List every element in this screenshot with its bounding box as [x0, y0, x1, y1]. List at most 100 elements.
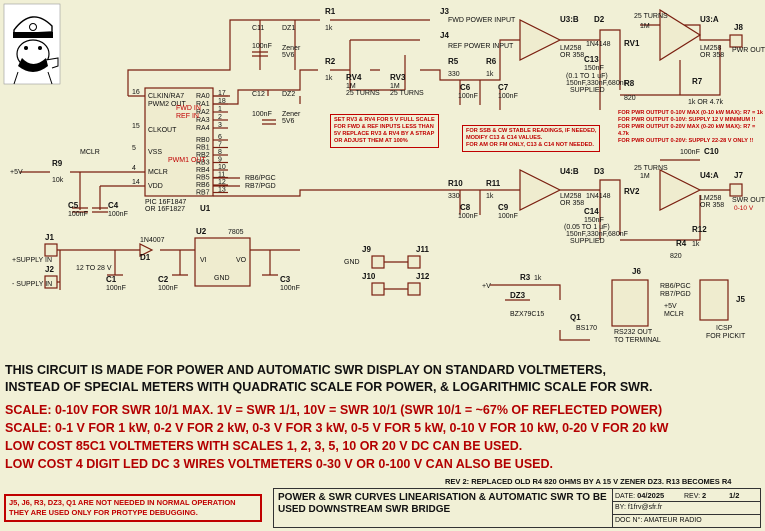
title-block-title: POWER & SWR CURVES LINEARISATION & AUTOM…: [278, 492, 607, 515]
j1-connector: [44, 243, 58, 257]
label-c8: C8: [460, 203, 471, 212]
label-c13b: (0.1 TO 1 uF): [566, 73, 608, 80]
u1-right-pin-1: RA1: [196, 101, 210, 108]
label-c11v: 100nF: [252, 43, 272, 50]
label-c6: C6: [460, 83, 471, 92]
title-block: POWER & SWR CURVES LINEARISATION & AUTOM…: [273, 488, 761, 528]
label-d1v: 1N4007: [140, 237, 165, 244]
label-u4bp2: OR 358: [560, 200, 584, 207]
label-j11: J11: [416, 245, 429, 254]
j10-connector: [371, 282, 385, 296]
label-u3a: U3:A: [700, 15, 719, 24]
label-u4b: U4:B: [560, 167, 579, 176]
j6-connector: [611, 279, 649, 327]
page-value: 1/2: [729, 491, 740, 500]
label-c14: C14: [584, 207, 599, 216]
u1-right-pin-num-2: 1: [218, 106, 222, 113]
u1-right-pin-num-11: 12: [218, 179, 226, 186]
label-rv1b: 1M: [640, 23, 650, 30]
label-r4: R4: [676, 239, 687, 248]
u3a-opamp: [659, 8, 702, 62]
label-r1: R1: [325, 7, 336, 16]
label-c13c: 150nF,330nF,680nF: [566, 80, 628, 87]
label-rb6: RB6/PGC: [245, 175, 276, 182]
by-value: f1frv@sfr.fr: [627, 504, 663, 511]
label-c5: C5: [68, 201, 79, 210]
label-d3: D3: [594, 167, 605, 176]
u1-ref: U1: [200, 204, 211, 213]
label-u3ap2: OR 358: [700, 52, 724, 59]
u1-right-pin-num-3: 2: [218, 114, 222, 121]
label-j6: J6: [632, 267, 641, 276]
label-c11: C11: [252, 25, 264, 32]
label-j5l2: FOR PICKIT: [706, 333, 746, 340]
u1-right-pin-6: RB1: [196, 145, 210, 152]
u1-left-pin-num-0: 16: [132, 89, 140, 96]
u3b-opamp: [519, 19, 562, 61]
label-r11v: 1k: [486, 193, 494, 200]
label-r2: R2: [325, 57, 336, 66]
doc-value: AMATEUR RADIO: [643, 517, 702, 524]
label-d2: D2: [594, 15, 605, 24]
label-dz2b: 5V6: [282, 118, 295, 125]
u1-right-pin-12: RB7: [196, 190, 210, 197]
label-q1v: BS170: [576, 325, 597, 332]
u1-right-pin-11: RB6: [196, 182, 210, 189]
desc-line-2: INSTEAD OF SPECIAL METERS WITH QUADRATIC…: [5, 380, 653, 394]
label-j7: J7: [734, 171, 743, 180]
label-u2: U2: [196, 227, 207, 236]
u1-right-pin-num-9: 10: [218, 164, 226, 171]
label-c2: C2: [158, 275, 169, 284]
u1-right-pin-num-0: 17: [218, 90, 226, 97]
u1-left-pin-num-3: 4: [132, 165, 136, 172]
label-r8v: 820: [624, 95, 636, 102]
u1-inner-label-2: PWM1 OUT: [168, 157, 206, 164]
desc-line-4: SCALE: 0-1 V FOR 1 kW, 0-2 V FOR 2 kW, 0…: [5, 421, 669, 435]
desc-line-5: LOW COST 85C1 VOLTMETERS WITH SCALES 1, …: [5, 439, 523, 453]
label-rv3a: 1M: [390, 83, 400, 90]
label-u4ap: LM258: [700, 195, 722, 202]
label-c7v: 100nF: [498, 93, 518, 100]
label-rv4: RV4: [346, 73, 362, 82]
label-r5: R5: [448, 57, 459, 66]
u1-right-pin-num-5: 6: [218, 134, 222, 141]
date-label: DATE:: [615, 493, 636, 500]
label-r6v: 1k: [486, 71, 494, 78]
label-rv2a: 25 TURNS: [634, 165, 668, 172]
label-q1: Q1: [570, 313, 581, 322]
label-r3v: 1k: [534, 275, 542, 282]
label-r9: R9: [52, 159, 63, 168]
u1-part: PIC 16F1847: [145, 199, 186, 206]
label-r11: R11: [486, 179, 501, 188]
label-c9: C9: [498, 203, 509, 212]
rev-value: 2: [702, 491, 707, 500]
label-mclr: MCLR: [80, 149, 100, 156]
u1-left-pin-5: MCLR: [148, 169, 168, 176]
u1-right-pin-num-10: 11: [218, 172, 225, 179]
u1-right-pin-9: RB4: [196, 167, 210, 174]
label-plus5v: +5V: [10, 169, 23, 176]
revision-note: REV 2: REPLACED OLD R4 820 OHMS BY A 15 …: [445, 477, 732, 486]
label-j3l: FWD POWER INPUT: [448, 17, 516, 24]
u1-right-pin-10: RB5: [196, 175, 210, 182]
label-r1v: 1k: [325, 25, 333, 32]
label-dz2: DZ2: [282, 91, 295, 98]
label-r10: R10: [448, 179, 463, 188]
label-rb7: RB7/PGD: [245, 183, 276, 190]
label-r2v: 1k: [325, 75, 333, 82]
u1-right-pin-7: RB2: [196, 152, 210, 159]
label-rv4a: 1M: [346, 83, 356, 90]
label-u3b: U3:B: [560, 15, 579, 24]
label-c14d: SUPPLIED: [570, 238, 605, 245]
label-plusv: +V: [482, 283, 491, 290]
u1-left-pin-num-2: 5: [132, 145, 136, 152]
debug-note: J5, J6, R3, DZ3, Q1 ARE NOT NEEDED IN NO…: [4, 494, 262, 522]
rev-label: REV:: [684, 493, 701, 500]
label-j8: J8: [734, 23, 743, 32]
label-u3ap: LM258: [700, 45, 722, 52]
u1-left-pin-3: CLKOUT: [148, 127, 177, 134]
label-c1v: 100nF: [106, 285, 126, 292]
u1-right-pin-num-4: 3: [218, 122, 222, 129]
label-dz1a: Zener: [282, 45, 301, 52]
label-c13d: SUPPLIED: [570, 87, 605, 94]
